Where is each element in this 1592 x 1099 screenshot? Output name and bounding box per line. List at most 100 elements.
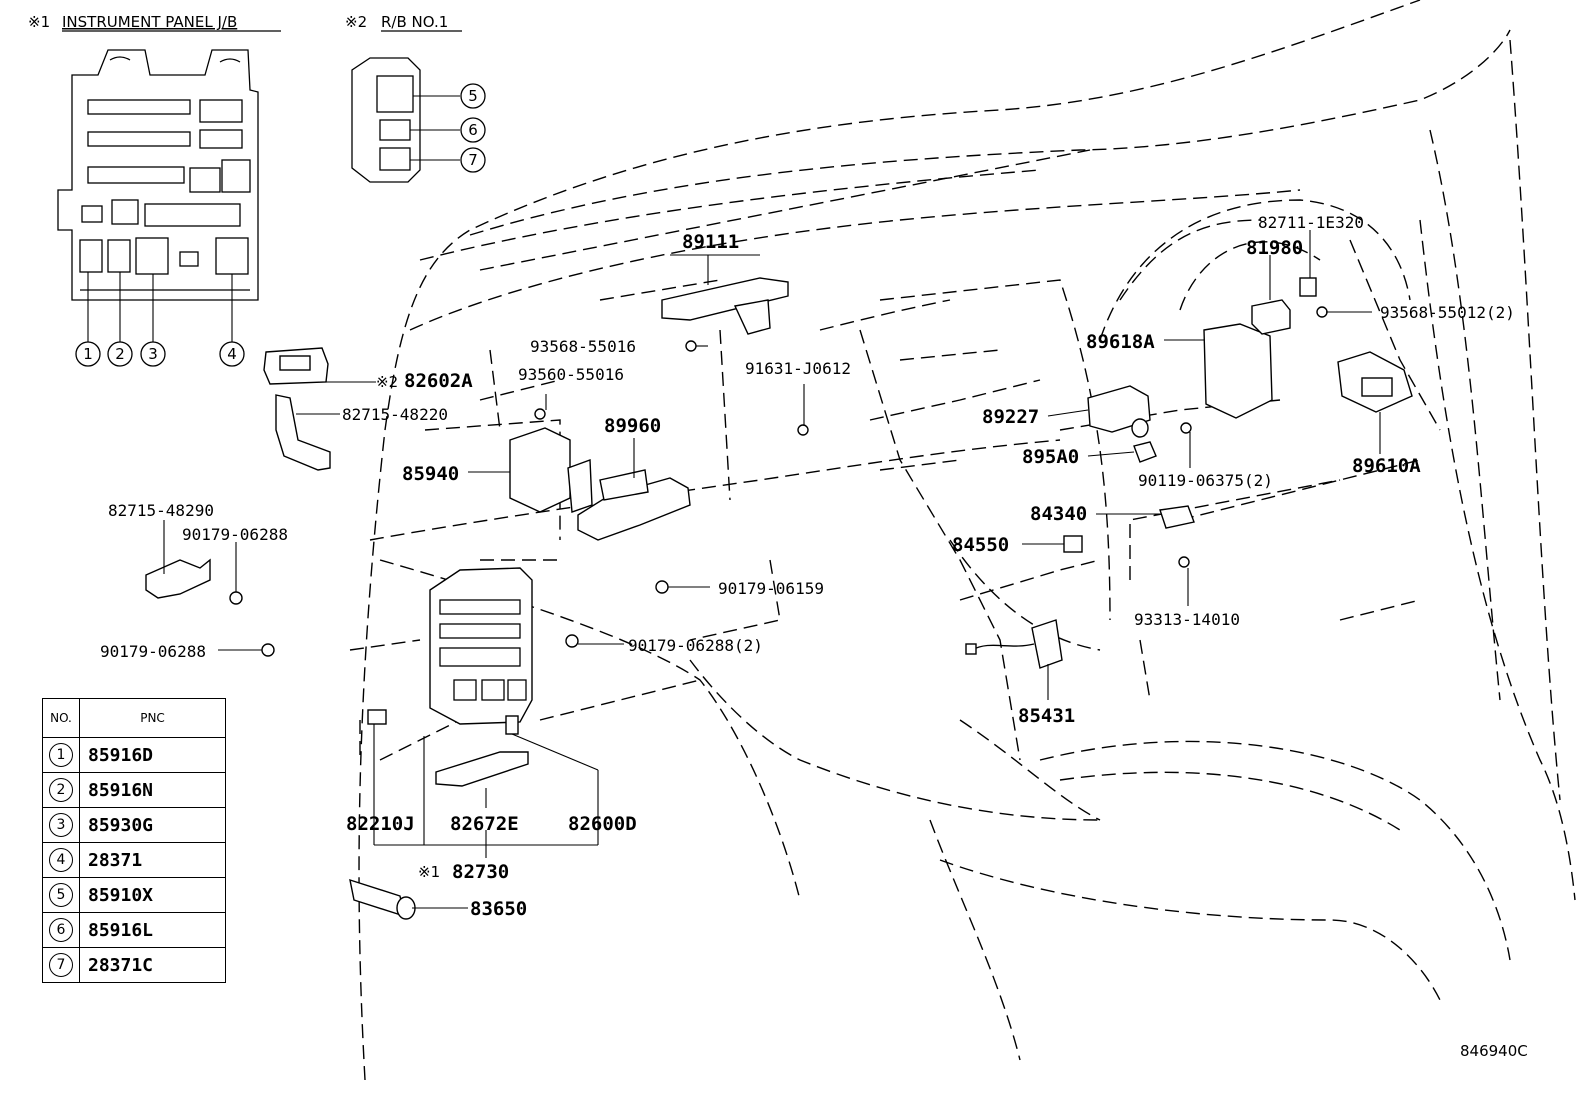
part-89618a-sketch [1203,323,1273,419]
label-82730-mark: ※1 [418,863,440,881]
row-number: 7 [49,953,73,977]
label-89618a: 89618A [1086,331,1155,353]
row-pnc: 85916N [79,772,226,808]
table-row: 7 28371C [42,947,226,983]
part-82602a-sketch [263,347,329,385]
row-pnc: 28371C [79,947,226,983]
label-895a0: 895A0 [1022,446,1079,468]
part-labels: 89111 93568-55016 93560-55016 91631-J061… [100,213,1515,920]
svg-text:5: 5 [468,87,478,105]
table-row: 1 85916D [42,737,226,773]
part-84550-sketch [1063,535,1083,553]
label-93313-14010: 93313-14010 [1134,610,1240,629]
rb-callout-5: 5 [460,83,486,109]
part-89227-sketch [1087,385,1151,438]
row-pnc: 85930G [79,807,226,843]
label-83650: 83650 [470,898,527,920]
row-number: 1 [49,743,73,767]
label-89111: 89111 [682,231,739,253]
diagram-id: 846940C [1460,1042,1528,1060]
label-90119-06375-2: 90119-06375(2) [1138,471,1273,490]
svg-text:1: 1 [83,345,93,363]
part-85940-sketch [509,427,593,513]
table-row: 2 85916N [42,772,226,808]
label-82602a: 82602A [404,370,473,392]
panel1-mark: ※1 [28,13,50,31]
row-pnc: 85916L [79,912,226,948]
row-number: 3 [49,813,73,837]
part-89111-sketch [661,254,789,335]
fastener-sketches [229,306,1328,657]
panel2-title: R/B NO.1 [381,13,448,31]
part-82210j-sketch [367,709,387,725]
label-84340: 84340 [1030,503,1087,525]
table-row: 3 85930G [42,807,226,843]
label-82715-48220: 82715-48220 [342,405,448,424]
part-82600d-sketch [505,715,519,735]
col-pnc-header: PNC [79,698,226,738]
label-89610a: 89610A [1352,455,1421,477]
label-89960: 89960 [604,415,661,437]
row-pnc: 28371 [79,842,226,878]
label-82210j: 82210J [346,813,415,835]
rb-callout-6: 6 [460,117,486,143]
part-84340-sketch [1159,505,1195,529]
row-number: 6 [49,918,73,942]
label-90179-06288-2: 90179-06288(2) [628,636,763,655]
label-85940: 85940 [402,463,459,485]
label-93568-55012-2: 93568-55012(2) [1380,303,1515,322]
part-82715-48290-sketch [145,558,211,599]
panel2-mark: ※2 [345,13,367,31]
jb-callout-4: 4 [219,341,245,367]
row-number: 2 [49,778,73,802]
jb-callout-3: 3 [140,341,166,367]
row-pnc: 85916D [79,737,226,773]
row-pnc: 85910X [79,877,226,913]
label-85431: 85431 [1018,705,1075,727]
relay-block-sketch [351,57,460,183]
table-row: 6 85916L [42,912,226,948]
svg-text:4: 4 [227,345,237,363]
part-895a0-sketch [1133,441,1157,463]
table-row: 5 85910X [42,877,226,913]
label-82672e: 82672E [450,813,519,835]
part-89610a-sketch [1337,351,1413,413]
label-90179-06288-b: 90179-06288 [100,642,206,661]
label-84550: 84550 [952,534,1009,556]
rb-callout-7: 7 [460,147,486,173]
part-82672e-sketch [435,751,529,787]
dashboard-outline [349,0,1576,1081]
row-number: 5 [49,883,73,907]
label-82600d: 82600D [568,813,637,835]
row-number: 4 [49,848,73,872]
part-82715-48220-sketch [275,394,331,471]
label-93560-55016: 93560-55016 [518,365,624,384]
leader-lines [163,230,1381,909]
panel1-title: INSTRUMENT PANEL J/B [62,13,237,31]
part-82711-1e320-sketch [1299,277,1317,297]
label-82602a-mark: ※2 [376,373,398,391]
svg-text:7: 7 [468,151,478,169]
label-90179-06159: 90179-06159 [718,579,824,598]
col-no-header: NO. [42,698,80,738]
instrument-panel-jb-sketch [57,49,259,342]
part-85431-sketch [965,619,1063,669]
svg-text:6: 6 [468,121,478,139]
svg-text:2: 2 [115,345,125,363]
label-93568-55016: 93568-55016 [530,337,636,356]
jb-callout-1: 1 [75,341,101,367]
label-91631-j0612: 91631-J0612 [745,359,851,378]
pnc-table: NO. PNC 1 85916D 2 85916N 3 85930G 4 283… [42,698,226,983]
label-82730: 82730 [452,861,509,883]
part-81980-sketch [1251,299,1291,335]
label-89227: 89227 [982,406,1039,428]
table-row: 4 28371 [42,842,226,878]
label-81980: 81980 [1246,237,1303,259]
table-header-row: NO. PNC [42,698,226,738]
label-82711-1e320: 82711-1E320 [1258,213,1364,232]
label-90179-06288-a: 90179-06288 [182,525,288,544]
jb-callout-2: 2 [107,341,133,367]
part-83650-sketch [349,878,416,920]
svg-text:3: 3 [148,345,158,363]
